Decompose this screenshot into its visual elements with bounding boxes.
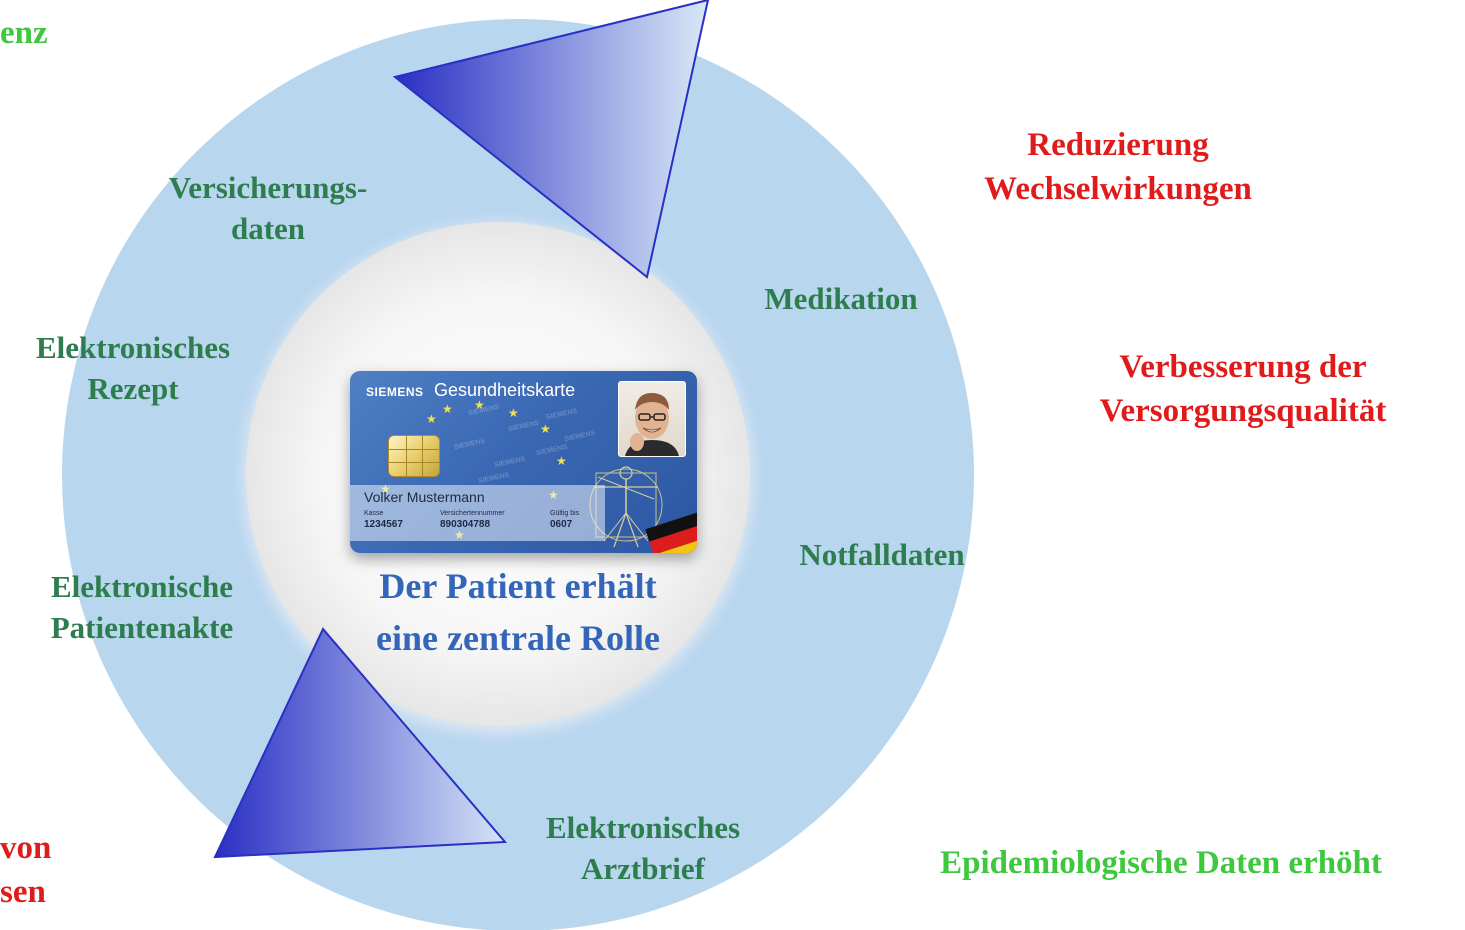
card-kasse-value: 1234567 [364, 519, 403, 530]
ring-item-line: Patientenakte [50, 609, 234, 645]
center-caption-line: Der Patient erhält [379, 566, 657, 606]
ring-item-line: Elektronische [51, 569, 233, 604]
benefit-bottom-left-fragment: von sen [0, 827, 51, 914]
card-title: Gesundheitskarte [434, 380, 576, 400]
benefit-line: Reduzierung [1027, 127, 1209, 163]
card-brand: SIEMENS [366, 385, 424, 399]
eu-star-icon: ★ [540, 422, 551, 436]
benefit-reduzierung-wechselwirkungen: Reduzierung Wechselwirkungen [935, 124, 1301, 211]
center-caption: Der Patient erhält eine zentrale Rolle [330, 560, 706, 664]
benefit-line: Wechselwirkungen [984, 170, 1252, 207]
ring-item-line: Medikation [764, 281, 918, 316]
card-holder-name: Volker Mustermann [364, 489, 485, 505]
eu-star-icon: ★ [556, 454, 567, 468]
card-versichertennummer-label: Versichertennummer [440, 510, 505, 517]
benefit-line: Epidemiologische Daten erhöht [940, 845, 1382, 881]
center-caption-line: eine zentrale Rolle [376, 618, 660, 659]
benefit-epidemiologische-daten: Epidemiologische Daten erhöht [865, 842, 1457, 886]
cycle-arrow-bottom [213, 627, 508, 859]
health-card-image: SIEMENS SIEMENS SIEMENS SIEMENS SIEMENS … [350, 371, 697, 553]
eu-star-icon: ★ [442, 402, 453, 416]
card-versichertennummer-value: 890304788 [440, 519, 491, 530]
ring-item-elektronisches-rezept: Elektronisches Rezept [0, 328, 266, 410]
card-gueltig-label: Gültig bis [550, 510, 580, 517]
ring-item-line: Arztbrief [581, 850, 705, 886]
ring-item-line: Rezept [87, 370, 179, 406]
ring-item-line: Versicherungs- [168, 170, 368, 205]
ring-item-line: daten [230, 210, 306, 246]
card-watermark: SIEMENS [453, 437, 486, 452]
card-watermark: SIEMENS [563, 429, 596, 444]
cycle-arrow-top [392, 0, 710, 279]
benefit-line: von [0, 830, 52, 866]
ring-item-line: Elektronisches [35, 330, 231, 365]
card-watermark: SIEMENS [493, 455, 526, 470]
card-chip-icon [388, 435, 440, 477]
card-kasse-label: Kasse [364, 510, 384, 517]
benefit-line: enz [0, 15, 48, 51]
eu-star-icon: ★ [426, 412, 437, 426]
card-watermark: SIEMENS [507, 419, 540, 434]
benefit-top-left-fragment: enz [0, 12, 48, 56]
ring-item-medikation: Medikation [738, 279, 944, 320]
card-holder-photo [618, 381, 686, 457]
ring-item-line: Elektronisches [545, 810, 741, 845]
benefit-verbesserung-versorgungsqualitaet: Verbesserung der Versorgungsqualität [1038, 346, 1448, 433]
ring-item-notfalldaten: Notfalldaten [766, 535, 998, 576]
ring-item-elektronisches-arztbrief: Elektronisches Arztbrief [510, 808, 776, 890]
card-watermark: SIEMENS [477, 471, 510, 486]
card-watermark: SIEMENS [545, 407, 578, 422]
card-data-panel [350, 485, 605, 541]
ring-item-elektronische-patientenakte: Elektronische Patientenakte [14, 567, 270, 649]
german-flag-icon [645, 510, 697, 553]
benefit-line: sen [0, 873, 46, 910]
ring-item-versicherungsdaten: Versicherungs- daten [130, 168, 406, 250]
eu-star-icon: ★ [508, 406, 519, 420]
ring-item-line: Notfalldaten [799, 537, 965, 572]
benefit-line: Versorgungsqualität [1099, 392, 1387, 429]
card-gueltig-value: 0607 [550, 519, 573, 530]
benefit-line: Verbesserung der [1119, 349, 1367, 385]
eu-star-icon: ★ [474, 398, 485, 412]
